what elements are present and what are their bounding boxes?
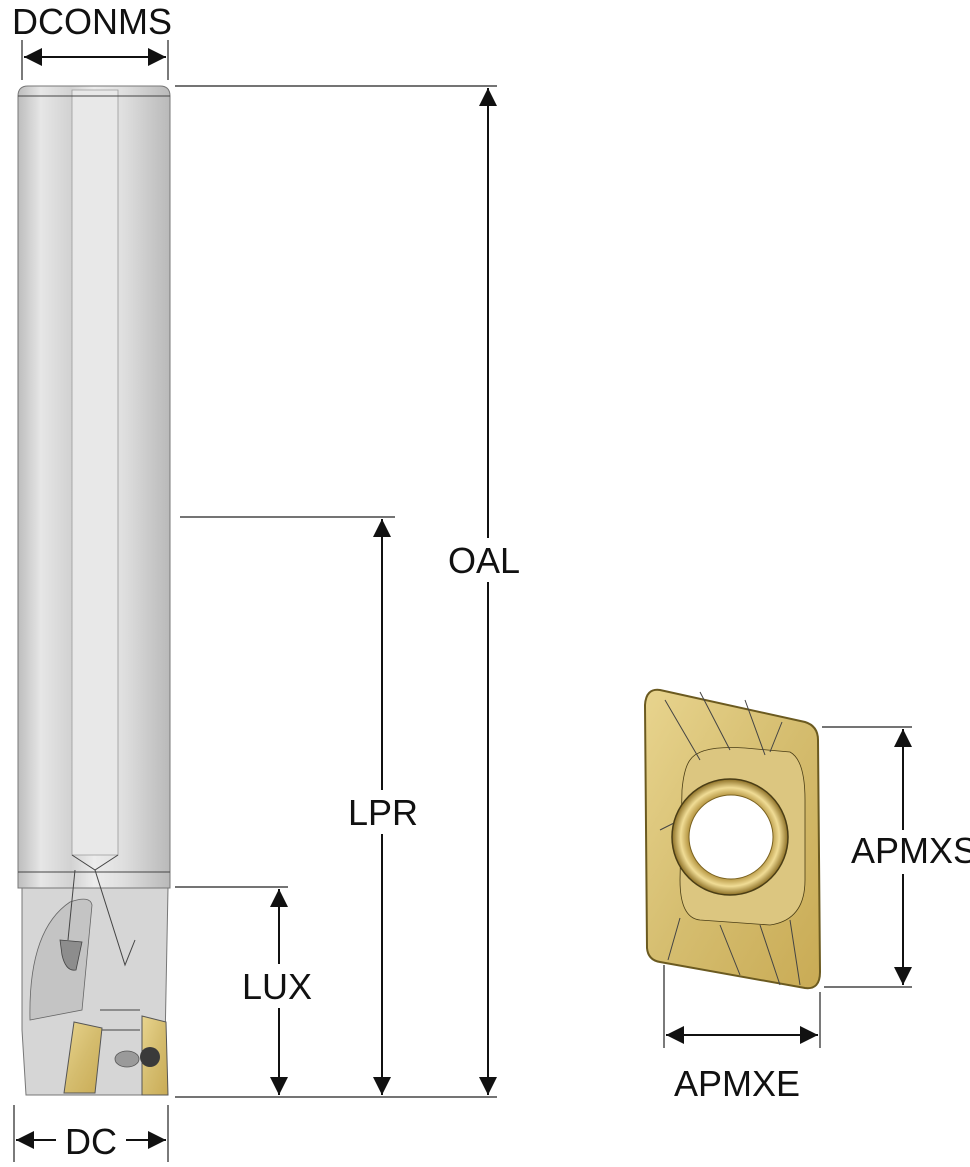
dimension-dconms: DCONMS xyxy=(12,1,172,80)
shank-flat xyxy=(71,89,119,856)
lpr-label: LPR xyxy=(348,792,418,833)
dimension-lpr: LPR xyxy=(340,519,426,1095)
chip-flute xyxy=(29,898,93,1021)
dimension-apmxe: APMXE xyxy=(663,965,821,1104)
cutting-insert xyxy=(643,688,822,990)
insert-hole xyxy=(688,794,774,880)
lux-label: LUX xyxy=(242,966,312,1007)
dimension-lux: LUX xyxy=(236,889,322,1095)
insert-left xyxy=(63,1021,103,1094)
dconms-label: DCONMS xyxy=(12,1,172,42)
dimension-apmxs: APMXS xyxy=(822,726,970,988)
dimension-oal: OAL xyxy=(440,88,530,1095)
dc-label: DC xyxy=(65,1121,117,1162)
end-mill-tool xyxy=(17,85,171,1096)
apmxs-label: APMXS xyxy=(851,830,970,871)
screw-icon xyxy=(140,1047,160,1067)
oal-label: OAL xyxy=(448,540,520,581)
dimension-dc: DC xyxy=(13,1105,169,1162)
apmxe-label: APMXE xyxy=(674,1063,800,1104)
